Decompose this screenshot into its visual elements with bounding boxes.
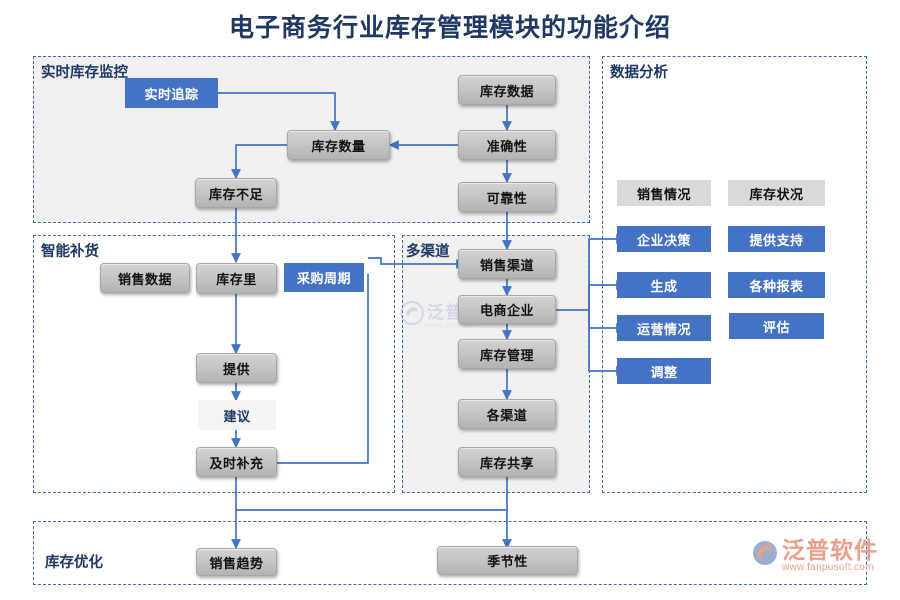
node-accuracy[interactable]: 准确性 <box>458 130 556 160</box>
node-generate[interactable]: 生成 <box>617 272 711 298</box>
node-stock-level[interactable]: 库存里 <box>196 263 277 294</box>
panel-inventory-optimization <box>33 521 867 585</box>
node-evaluation[interactable]: 评估 <box>729 313 824 339</box>
node-various-reports[interactable]: 各种报表 <box>728 272 825 298</box>
fanpu-logo: 泛普软件 www.fanpusoft.com <box>752 538 878 573</box>
node-suggestion[interactable]: 建议 <box>198 400 276 430</box>
node-enterprise-decision[interactable]: 企业决策 <box>617 226 711 252</box>
node-sales-data[interactable]: 销售数据 <box>100 263 190 293</box>
node-each-channel[interactable]: 各渠道 <box>458 399 556 429</box>
node-stock-status[interactable]: 库存状况 <box>728 180 825 206</box>
panel-label-realtime-monitoring: 实时库存监控 <box>41 65 128 81</box>
node-timely-refill[interactable]: 及时补充 <box>196 447 277 477</box>
panel-label-multi-channel: 多渠道 <box>406 244 450 260</box>
node-inventory-management[interactable]: 库存管理 <box>458 339 556 369</box>
node-stock-data[interactable]: 库存数据 <box>458 75 556 105</box>
node-inventory-sharing[interactable]: 库存共享 <box>458 447 556 477</box>
node-stock-shortage[interactable]: 库存不足 <box>195 178 277 208</box>
node-provide-support[interactable]: 提供支持 <box>728 226 825 252</box>
node-ecommerce-enterprise[interactable]: 电商企业 <box>458 295 556 324</box>
logo-url-text: www.fanpusoft.com <box>782 562 874 573</box>
node-stock-quantity[interactable]: 库存数量 <box>287 130 390 160</box>
node-adjustment[interactable]: 调整 <box>617 358 711 384</box>
fanpu-logo-mark-icon <box>752 540 778 566</box>
panel-label-inventory-optimization: 库存优化 <box>45 555 103 571</box>
node-sales-trend[interactable]: 销售趋势 <box>196 548 277 576</box>
node-reliability[interactable]: 可靠性 <box>458 182 556 212</box>
panel-smart-replenishment <box>33 235 395 493</box>
panel-label-smart-replenishment: 智能补货 <box>41 244 99 260</box>
node-sales-situation[interactable]: 销售情况 <box>617 180 711 206</box>
page-title: 电子商务行业库存管理模块的功能介绍 <box>228 15 671 42</box>
node-purchase-cycle[interactable]: 采购周期 <box>284 263 364 292</box>
node-sales-channel[interactable]: 销售渠道 <box>458 249 556 279</box>
node-operation-situation[interactable]: 运营情况 <box>617 315 711 341</box>
node-seasonality[interactable]: 季节性 <box>437 546 578 575</box>
panel-label-data-analysis: 数据分析 <box>610 65 668 81</box>
node-realtime-tracking[interactable]: 实时追踪 <box>125 78 218 108</box>
logo-brand-text: 泛普软件 <box>782 537 878 563</box>
node-provide[interactable]: 提供 <box>196 353 277 383</box>
